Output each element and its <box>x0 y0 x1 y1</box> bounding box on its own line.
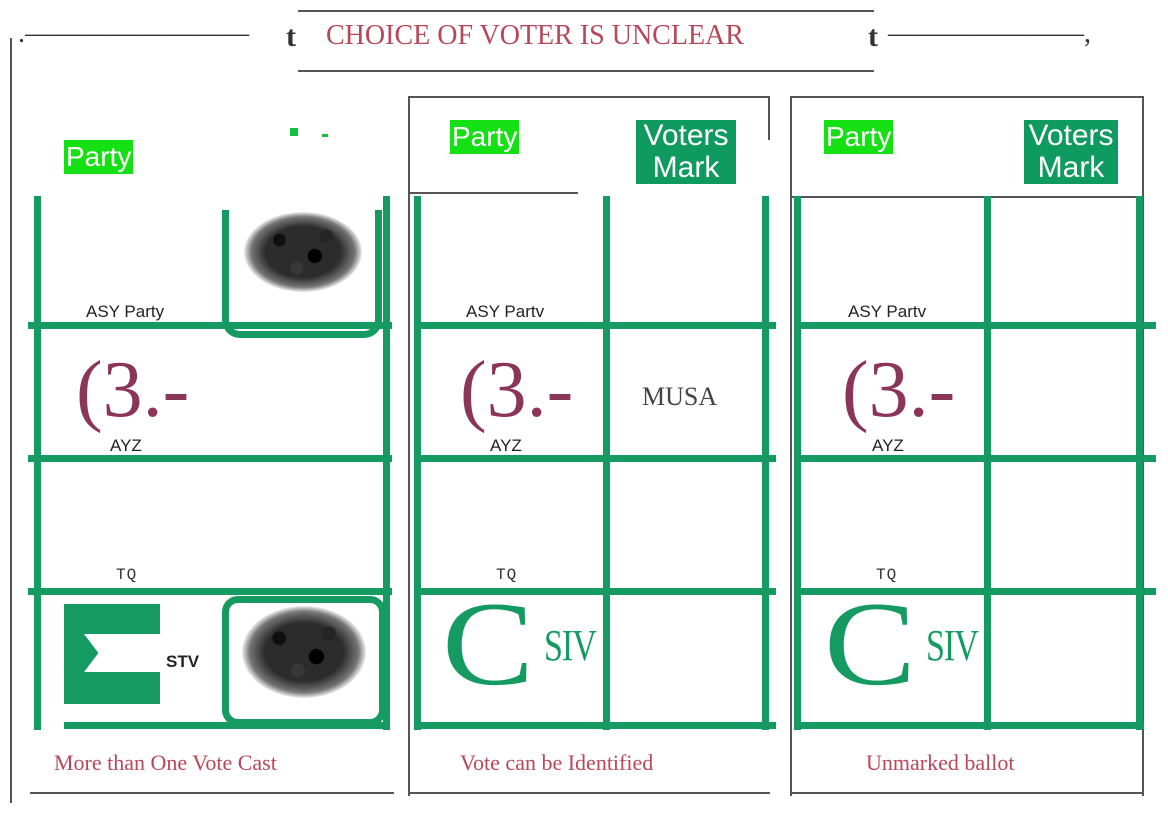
voters-mark-label: Voters Mark <box>1024 120 1118 184</box>
panel-border-top <box>790 96 1144 98</box>
header-marker-right: t <box>868 20 878 53</box>
voter-mark-text: MUSA <box>642 382 718 411</box>
party-symbol: (3.- <box>76 346 190 434</box>
panel-border-left <box>790 96 792 796</box>
ballot-caption: Vote can be Identified <box>460 750 654 775</box>
caption-rule <box>792 792 1144 794</box>
party-name: TQ <box>876 566 898 584</box>
header-rule <box>410 192 578 194</box>
party-symbol: (3.- <box>460 346 574 434</box>
column-line <box>794 196 801 730</box>
row-divider <box>64 722 390 729</box>
row-divider <box>28 588 392 595</box>
header-left-dash: .———————— <box>18 18 249 49</box>
header-right-dash: ———————, <box>888 18 1091 49</box>
header-bottom-rule <box>298 70 874 72</box>
ink-blot-mark <box>242 606 366 698</box>
ink-blot-mark <box>244 212 362 292</box>
header-marker-left: t <box>286 20 296 53</box>
row-divider <box>414 455 776 462</box>
party-label: Party <box>450 120 520 154</box>
panel-border-left <box>408 96 410 796</box>
party-name: AYZ <box>490 436 522 455</box>
ballot-caption: Unmarked ballot <box>866 750 1015 775</box>
party-label: Party <box>824 120 894 154</box>
column-line <box>984 196 991 730</box>
party-name: AYZ <box>872 436 904 455</box>
column-line <box>414 196 421 730</box>
column-line <box>762 196 769 730</box>
party-symbol-sub: SIV <box>926 622 979 671</box>
party-symbol: (3.- <box>842 346 956 434</box>
page-title: CHOICE OF VOTER IS UNCLEAR <box>326 20 744 51</box>
party-name: TQ <box>496 566 518 584</box>
corner-mark <box>322 134 328 137</box>
party-symbol-c: C <box>441 577 535 710</box>
party-name: TQ <box>116 566 138 584</box>
party-symbol-sub: SIV <box>544 622 597 671</box>
header-rule <box>792 196 1144 198</box>
row-divider <box>414 322 776 329</box>
row-divider <box>794 722 1144 729</box>
party-name: AYZ <box>110 436 142 455</box>
panel-border-top <box>408 96 770 98</box>
panel-border-right <box>1142 96 1144 796</box>
corner-mark <box>290 128 298 136</box>
column-line <box>1136 196 1143 730</box>
column-line <box>383 196 390 730</box>
party-name: ASY Partv <box>848 302 927 321</box>
party-name: ASY Party <box>86 302 165 321</box>
ballot-caption: More than One Vote Cast <box>54 750 277 775</box>
caption-rule <box>410 792 770 794</box>
voters-mark-label: Voters Mark <box>636 120 736 184</box>
left-border <box>10 38 12 803</box>
party-label: Party <box>64 140 134 174</box>
party-name: ASY Partv <box>466 302 545 321</box>
mark-box-frame <box>222 210 382 338</box>
row-divider <box>28 322 392 329</box>
row-divider <box>794 322 1156 329</box>
column-line <box>34 196 41 730</box>
column-line <box>603 196 610 730</box>
panel-border-right <box>768 96 770 140</box>
row-divider <box>28 455 392 462</box>
header-top-rule <box>298 10 874 12</box>
row-divider <box>794 455 1156 462</box>
caption-rule <box>30 792 394 794</box>
row-divider <box>414 588 776 595</box>
row-divider <box>414 722 776 729</box>
party-name: STV <box>166 652 200 671</box>
party-symbol-c: C <box>823 577 917 710</box>
row-divider <box>794 588 1156 595</box>
